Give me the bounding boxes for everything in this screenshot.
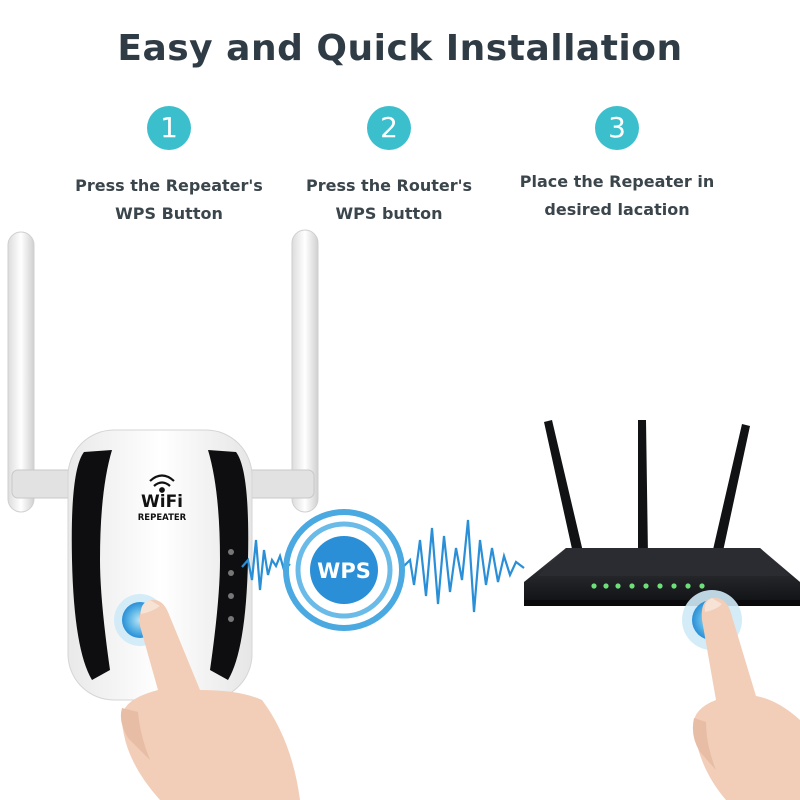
- wifi-icon: [149, 474, 175, 493]
- step-1-line-1: Press the Repeater's: [75, 176, 263, 195]
- step-3: 3 Place the Repeater in desired lacation: [507, 106, 727, 224]
- wps-badge: WPS: [283, 509, 405, 631]
- step-number-1: 1: [147, 106, 191, 150]
- step-text-2: Press the Router's WPS button: [279, 172, 499, 228]
- step-3-line-1: Place the Repeater in: [519, 172, 715, 191]
- page-title: Easy and Quick Installation: [117, 28, 683, 69]
- router: [524, 548, 800, 606]
- wps-badge-label: WPS: [317, 559, 371, 583]
- step-3-line-2: desired lacation: [544, 200, 690, 219]
- step-number-2: 2: [367, 106, 411, 150]
- signal-wave-left: [241, 539, 291, 591]
- repeater-brand-line-1: WiFi: [141, 492, 183, 512]
- repeater-antenna-right: [243, 229, 319, 513]
- signal-wave-right: [401, 519, 525, 613]
- step-2-line-2: WPS button: [335, 204, 443, 223]
- repeater-antenna-left: [7, 231, 83, 513]
- step-text-1: Press the Repeater's WPS Button: [59, 172, 279, 228]
- step-1-line-2: WPS Button: [115, 204, 223, 223]
- repeater-brand-line-2: REPEATER: [138, 513, 187, 523]
- step-2-line-1: Press the Router's: [305, 176, 473, 195]
- step-number-3: 3: [595, 106, 639, 150]
- hand-pressing-repeater: [120, 599, 301, 800]
- step-text-3: Place the Repeater in desired lacation: [507, 168, 727, 224]
- hand-pressing-router: [692, 597, 800, 800]
- step-1: 1 Press the Repeater's WPS Button: [59, 106, 279, 228]
- step-2: 2 Press the Router's WPS button: [279, 106, 499, 228]
- router-antennas: [544, 420, 750, 558]
